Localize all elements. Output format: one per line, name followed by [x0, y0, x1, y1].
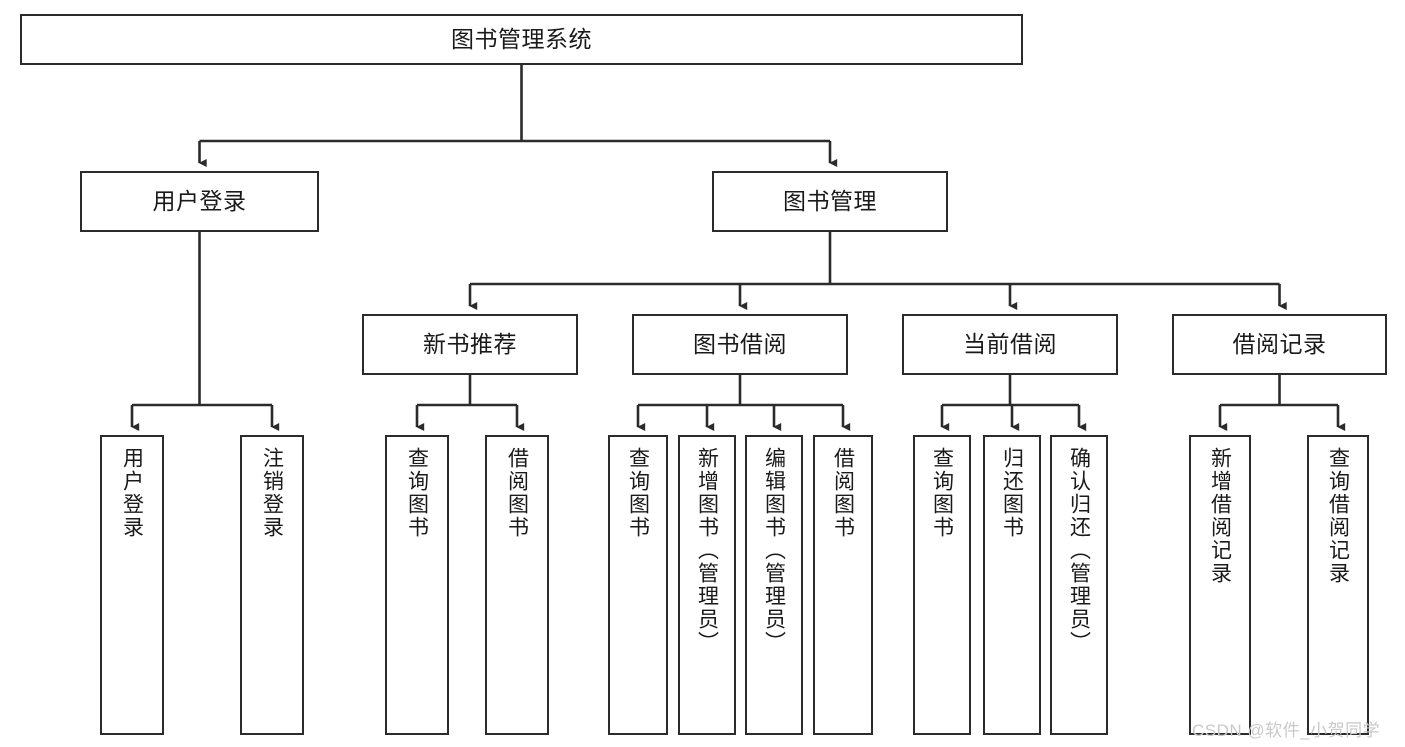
- leaf-query-borrow-record[interactable]: 查询借阅记录: [1307, 435, 1369, 735]
- node-label: 新书推荐: [423, 330, 517, 357]
- node-user-login[interactable]: 用户登录: [80, 171, 319, 232]
- node-book-management[interactable]: 图书管理: [712, 171, 948, 232]
- leaf-return-book[interactable]: 归还图书: [983, 435, 1041, 735]
- node-label: 新增图书（管理员）: [695, 447, 719, 654]
- node-book-borrow[interactable]: 图书借阅: [632, 314, 848, 375]
- node-current-borrow[interactable]: 当前借阅: [902, 314, 1118, 375]
- leaf-borrow-book[interactable]: 借阅图书: [813, 435, 873, 735]
- node-label: 图书管理系统: [451, 25, 592, 52]
- node-label: 用户登录: [120, 447, 144, 539]
- node-label: 借阅图书: [505, 447, 529, 539]
- leaf-borrow-book-recommend[interactable]: 借阅图书: [485, 435, 549, 735]
- node-root[interactable]: 图书管理系统: [20, 14, 1023, 65]
- node-label: 编辑图书（管理员）: [762, 447, 786, 654]
- csdn-watermark: CSDN @软件_小贺同学: [1192, 721, 1381, 740]
- leaf-add-book-admin[interactable]: 新增图书（管理员）: [678, 435, 736, 735]
- node-borrow-record[interactable]: 借阅记录: [1172, 314, 1387, 375]
- node-label: 图书管理: [783, 187, 877, 214]
- node-label: 用户登录: [152, 187, 247, 214]
- node-label: 借阅记录: [1232, 330, 1327, 357]
- node-label: 归还图书: [1000, 447, 1024, 539]
- node-label: 注销登录: [260, 447, 284, 539]
- node-label: 借阅图书: [831, 447, 855, 539]
- leaf-query-book-current[interactable]: 查询图书: [913, 435, 971, 735]
- node-label: 新增借阅记录: [1208, 447, 1232, 585]
- node-label: 查询图书: [930, 447, 954, 539]
- leaf-query-book-borrow[interactable]: 查询图书: [608, 435, 668, 735]
- leaf-edit-book-admin[interactable]: 编辑图书（管理员）: [745, 435, 803, 735]
- node-label: 查询图书: [626, 447, 650, 539]
- leaf-add-borrow-record[interactable]: 新增借阅记录: [1189, 435, 1251, 735]
- leaf-query-book-recommend[interactable]: 查询图书: [385, 435, 449, 735]
- node-label: 查询借阅记录: [1326, 447, 1350, 585]
- leaf-logout[interactable]: 注销登录: [240, 435, 304, 735]
- node-label: 查询图书: [405, 447, 429, 539]
- node-label: 图书借阅: [693, 330, 787, 357]
- node-label: 确认归还（管理员）: [1067, 447, 1091, 654]
- node-new-book-recommend[interactable]: 新书推荐: [362, 314, 578, 375]
- leaf-confirm-return-admin[interactable]: 确认归还（管理员）: [1050, 435, 1108, 735]
- leaf-user-login[interactable]: 用户登录: [100, 435, 164, 735]
- node-label: 当前借阅: [963, 330, 1057, 357]
